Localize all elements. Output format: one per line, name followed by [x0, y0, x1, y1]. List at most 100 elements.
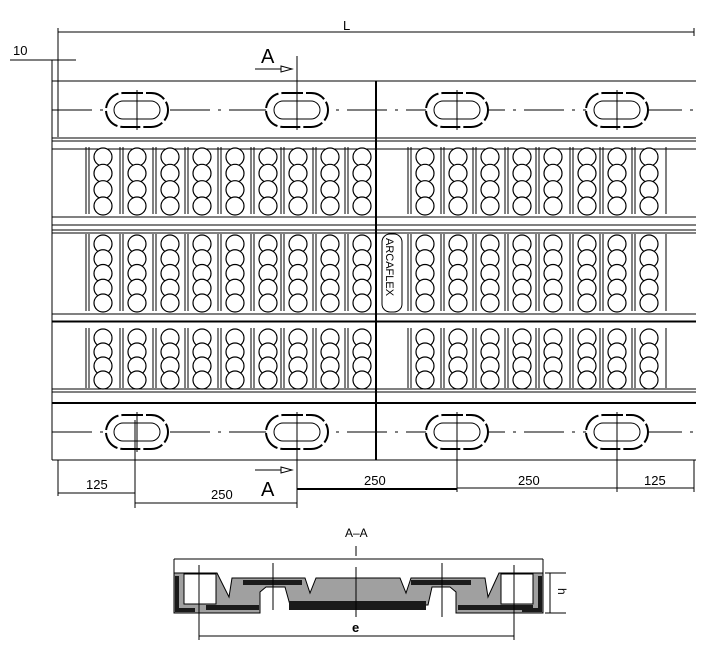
section-letter-bottom: A [261, 479, 275, 501]
roller-ball [288, 370, 308, 390]
roller-ball [607, 180, 627, 200]
roller-ball [225, 180, 245, 200]
roller-ball [512, 370, 532, 390]
roller-ball [288, 180, 308, 200]
sprocket-slot [105, 90, 169, 130]
roller-ball [639, 180, 659, 200]
pitch-dimensions: 125 250 250 250 125 [57, 420, 695, 508]
roller-ball [448, 293, 468, 313]
roller-ball [448, 196, 468, 216]
roller-ball [480, 370, 500, 390]
roller-ball [225, 370, 245, 390]
roller-ball [192, 370, 212, 390]
roller-ball [225, 147, 245, 167]
roller-ball [127, 163, 147, 183]
steel-insert [206, 605, 259, 610]
roller-ball [93, 196, 113, 216]
roller-ball [160, 370, 180, 390]
roller-ball [577, 370, 597, 390]
sprocket-slot [265, 90, 329, 130]
roller-ball [639, 163, 659, 183]
roller-ball [577, 180, 597, 200]
roller-ball [415, 370, 435, 390]
roller-ball [415, 293, 435, 313]
pitch-label-1: 125 [86, 477, 108, 492]
roller-ball [512, 196, 532, 216]
roller-ball [352, 180, 372, 200]
sprocket-slot [425, 90, 489, 130]
roller-ball [639, 293, 659, 313]
roller-ball [607, 163, 627, 183]
roller-ball [320, 180, 340, 200]
roller-ball [258, 293, 278, 313]
section-marker-bottom: A [255, 466, 294, 501]
brand-plate: ARCAFLEX [381, 233, 403, 313]
roller-ball [639, 196, 659, 216]
roller-ball [320, 147, 340, 167]
roller-ball [607, 147, 627, 167]
offset-dimension: 10 [10, 43, 76, 460]
roller-ball [512, 293, 532, 313]
roller-ball [320, 370, 340, 390]
roller-row [85, 328, 667, 390]
roller-ball [543, 293, 563, 313]
roller-ball [543, 163, 563, 183]
roller-ball [577, 293, 597, 313]
roller-ball [160, 196, 180, 216]
steel-insert [458, 605, 533, 610]
roller-ball [288, 293, 308, 313]
roller-ball [352, 147, 372, 167]
roller-ball [192, 147, 212, 167]
pitch-label-4: 250 [518, 473, 540, 488]
roller-ball [288, 196, 308, 216]
steel-insert [289, 601, 426, 610]
roller-ball [448, 163, 468, 183]
section-title: A–A [345, 526, 368, 540]
roller-ball [288, 147, 308, 167]
roller-ball [320, 293, 340, 313]
roller-ball [352, 293, 372, 313]
roller-ball [258, 180, 278, 200]
section-letter-top: A [261, 46, 275, 68]
roller-ball [225, 196, 245, 216]
roller-row [85, 147, 667, 216]
roller-ball [160, 180, 180, 200]
roller-ball [127, 196, 147, 216]
roller-ball [160, 163, 180, 183]
roller-ball [480, 180, 500, 200]
roller-ball [415, 196, 435, 216]
pitch-label-2: 250 [211, 487, 233, 502]
steel-insert [411, 580, 471, 585]
roller-ball [448, 180, 468, 200]
roller-ball [577, 163, 597, 183]
pitch-label-5: 125 [644, 473, 666, 488]
roller-ball [93, 147, 113, 167]
roller-ball [93, 370, 113, 390]
roller-ball [448, 370, 468, 390]
roller-ball [160, 293, 180, 313]
roller-ball [415, 180, 435, 200]
roller-ball [607, 370, 627, 390]
length-dimension: L [57, 18, 695, 137]
height-label: h [555, 588, 569, 595]
roller-ball [577, 196, 597, 216]
sprocket-slot [105, 412, 169, 452]
roller-ball [127, 293, 147, 313]
roller-ball [225, 293, 245, 313]
pitch-label-3: 250 [364, 473, 386, 488]
roller-ball [320, 163, 340, 183]
roller-ball [543, 196, 563, 216]
roller-row [85, 234, 667, 313]
roller-ball [512, 180, 532, 200]
roller-ball [127, 180, 147, 200]
roller-ball [192, 293, 212, 313]
roller-ball [127, 147, 147, 167]
roller-ball [192, 196, 212, 216]
sprocket-slot [585, 90, 649, 130]
roller-ball [480, 196, 500, 216]
width-label: e [352, 620, 359, 635]
roller-ball [607, 196, 627, 216]
brand-text: ARCAFLEX [383, 238, 395, 297]
roller-ball [288, 163, 308, 183]
